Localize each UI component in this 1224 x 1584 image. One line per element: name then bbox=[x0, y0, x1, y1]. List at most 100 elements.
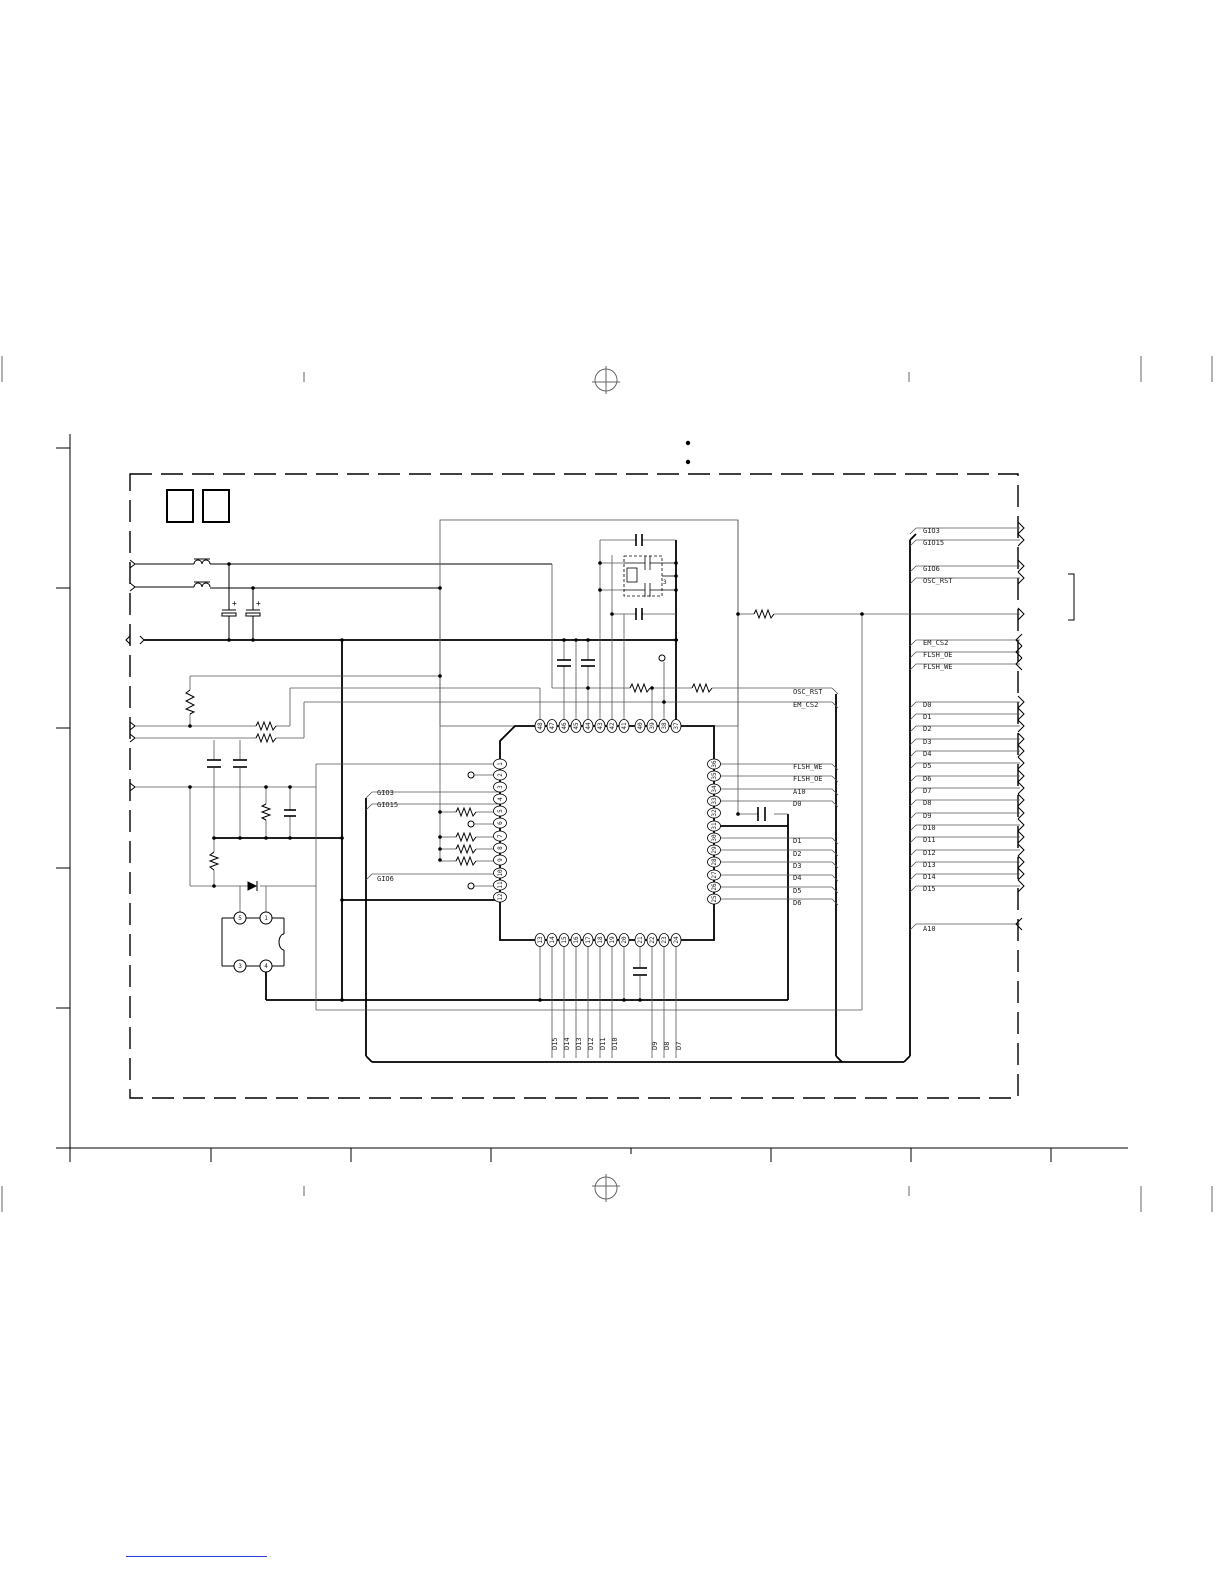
ic-pin-number: 22 bbox=[649, 936, 656, 944]
ic-pin: 28 bbox=[707, 856, 721, 868]
registration-marks bbox=[1, 356, 1213, 1212]
left-connectors bbox=[125, 559, 145, 792]
net-label: D14 bbox=[563, 1037, 571, 1050]
net-label: D3 bbox=[923, 738, 931, 746]
net-label: D8 bbox=[663, 1042, 671, 1050]
ic-pin: 4 bbox=[493, 793, 507, 805]
ic-pin-number: 47 bbox=[549, 722, 556, 730]
ic-pin: 8 bbox=[493, 842, 507, 854]
net-label: GIO6 bbox=[377, 875, 394, 883]
ic-pin-number: 39 bbox=[649, 722, 656, 730]
net-label: FLSH_WE bbox=[793, 763, 823, 771]
ic-pin-number: 28 bbox=[711, 858, 718, 866]
net-label: EM_CS2 bbox=[923, 639, 948, 647]
net-label: D14 bbox=[923, 873, 936, 881]
ic-pin: 18 bbox=[594, 933, 606, 947]
ic-pin-number: 1 bbox=[497, 762, 504, 766]
ic-pin: 34 bbox=[707, 783, 721, 795]
net-label: GIO3 bbox=[923, 527, 940, 535]
ic-pin-number: 14 bbox=[549, 936, 556, 944]
net-label: D12 bbox=[587, 1037, 595, 1050]
ic-pin: 20 bbox=[618, 933, 630, 947]
ic-pin: 12 bbox=[493, 891, 507, 903]
net-label: A10 bbox=[923, 925, 936, 933]
svg-text:+: + bbox=[256, 599, 261, 608]
ic-pin: 13 bbox=[534, 933, 546, 947]
ic-pin: 37 bbox=[670, 719, 682, 733]
net-label: D9 bbox=[923, 812, 931, 820]
ic-pin: 35 bbox=[707, 770, 721, 782]
ic-pin: 46 bbox=[558, 719, 570, 733]
net-label: GIO15 bbox=[377, 801, 398, 809]
ic-pin-number: 2 bbox=[497, 773, 504, 777]
ic-pin-number: 23 bbox=[661, 936, 668, 944]
ic-pin: 3 bbox=[493, 781, 507, 793]
net-label: D11 bbox=[599, 1037, 607, 1050]
net-label: D2 bbox=[923, 725, 931, 733]
ic-pin-number: 24 bbox=[673, 936, 680, 944]
ic-pin: 11 bbox=[493, 879, 507, 891]
net-label: D12 bbox=[923, 849, 936, 857]
ic-pin: 6 bbox=[493, 817, 507, 829]
board-outline bbox=[129, 473, 1019, 1099]
ic-pin: 43 bbox=[594, 719, 606, 733]
ic-pin: 24 bbox=[670, 933, 682, 947]
electrolytic-capacitor: + + bbox=[221, 564, 261, 640]
ic-pin: 16 bbox=[570, 933, 582, 947]
ic-pin-number: 40 bbox=[637, 722, 644, 730]
junction-dots bbox=[188, 561, 864, 1002]
ic-pin: 36 bbox=[707, 758, 721, 770]
ic-pin: 14 bbox=[546, 933, 558, 947]
ic-pin: 1 bbox=[493, 758, 507, 770]
net-label: EM_CS2 bbox=[793, 701, 818, 709]
net-label: D6 bbox=[793, 899, 801, 907]
svg-text:+: + bbox=[232, 599, 237, 608]
ic-pin: 22 bbox=[646, 933, 658, 947]
net-label: D0 bbox=[793, 800, 801, 808]
net-label: D1 bbox=[793, 837, 801, 845]
resistor bbox=[184, 608, 775, 871]
bullet-dot bbox=[685, 459, 691, 465]
net-label: FLSH_OE bbox=[923, 651, 953, 659]
ic-pin-number: 33 bbox=[711, 797, 718, 805]
ic-pin-number: 4 bbox=[497, 797, 504, 801]
ic-pin-number: 26 bbox=[711, 883, 718, 891]
ic-pin: 33 bbox=[707, 795, 721, 807]
ic-pin-number: 15 bbox=[561, 936, 568, 944]
right-bus-branches bbox=[909, 527, 1020, 931]
net-label: D5 bbox=[923, 762, 931, 770]
bullet-dot bbox=[685, 440, 691, 446]
ic-pin-number: 45 bbox=[573, 722, 580, 730]
ic-pin: 29 bbox=[707, 844, 721, 856]
switch-pin-label: 4 bbox=[264, 963, 268, 970]
net-label: A10 bbox=[793, 788, 806, 796]
net-labels: GIO3GIO15GIO6OSC_RSTEM_CS2FLSH_OEFLSH_WE… bbox=[377, 527, 953, 1050]
ic-pin-number: 18 bbox=[597, 936, 604, 944]
ic-pin: 27 bbox=[707, 869, 721, 881]
ic-pin-number: 34 bbox=[711, 785, 718, 793]
ic-pin: 5 bbox=[493, 805, 507, 817]
ic-pin: 21 bbox=[634, 933, 646, 947]
ic-pin: 40 bbox=[634, 719, 646, 733]
net-label: D13 bbox=[923, 861, 936, 869]
crystal-pin-label: 3 bbox=[663, 579, 667, 586]
net-label: FLSH_OE bbox=[793, 775, 823, 783]
ic-pin-number: 46 bbox=[561, 722, 568, 730]
ic-pin-number: 41 bbox=[621, 722, 628, 730]
ic-pin: 2 bbox=[493, 769, 507, 781]
crystal bbox=[623, 555, 676, 597]
ic-pin-number: 25 bbox=[711, 895, 718, 903]
ic-pin-number: 9 bbox=[497, 858, 504, 862]
title-box bbox=[166, 489, 194, 523]
wiring bbox=[135, 519, 1020, 1058]
ic-pin-number: 6 bbox=[497, 821, 504, 825]
net-label: D15 bbox=[923, 885, 936, 893]
switch-pins: 5 1 3 4 bbox=[233, 911, 273, 973]
ic-pin: 26 bbox=[707, 881, 721, 893]
net-label: D3 bbox=[793, 862, 801, 870]
ic-pin-number: 7 bbox=[497, 834, 504, 838]
net-label: D5 bbox=[793, 887, 801, 895]
ic-pin: 45 bbox=[570, 719, 582, 733]
